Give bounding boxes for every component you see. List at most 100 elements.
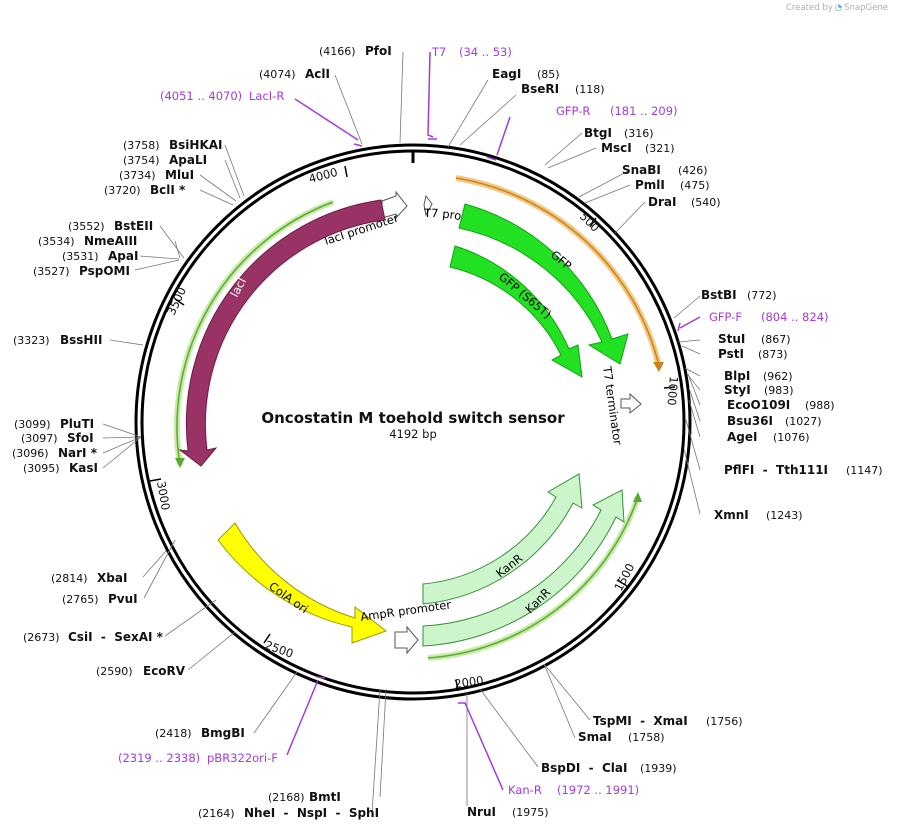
site-pos-pmli: (475) bbox=[680, 179, 710, 192]
site-pos-blpi: (962) bbox=[763, 370, 793, 383]
site-pos-apai: (3531) bbox=[62, 250, 99, 263]
snapgene-logo: ◔ bbox=[834, 3, 843, 13]
site-pos-csii: (2673) bbox=[23, 631, 60, 644]
site-name-bmgbi: BmgBI bbox=[201, 726, 245, 740]
site-pos-snabi: (426) bbox=[678, 164, 708, 177]
primer-kanr-name: Kan-R bbox=[508, 783, 542, 797]
site-pos-drai: (540) bbox=[691, 196, 721, 209]
site-pos-ecoo109i: (988) bbox=[805, 399, 835, 412]
site-pos-psppomi: (3527) bbox=[33, 265, 70, 278]
primer-gfpr-name: GFP-R bbox=[556, 104, 590, 118]
primer-gfpf-range: (804 .. 824) bbox=[761, 310, 829, 324]
orf-arcs bbox=[173, 175, 664, 661]
plasmid-name: Oncostatin M toehold switch sensor bbox=[261, 409, 565, 427]
site-name-eagi: EagI bbox=[492, 67, 521, 81]
site-name-btgi: BtgI bbox=[584, 126, 612, 140]
site-name-pvui: PvuI bbox=[108, 592, 138, 606]
primer-laci-name: LacI-R bbox=[249, 89, 284, 103]
feature-gfp[interactable]: GFP bbox=[458, 203, 629, 365]
site-name-nmeaiii: NmeAIII bbox=[84, 234, 137, 248]
tick-3500: 3500 bbox=[164, 285, 189, 317]
tick-2000: 2000 bbox=[453, 673, 484, 691]
site-pos-bsshii: (3323) bbox=[13, 334, 50, 347]
site-labels-bottom: TspMI - XmaI (1756) SmaI (1758) BspDI - … bbox=[155, 714, 743, 820]
site-name-pspomi: PspOMI bbox=[79, 264, 130, 278]
site-name-sfoi: SfoI bbox=[67, 431, 94, 445]
site-name-xmni: XmnI bbox=[714, 508, 749, 522]
feature-cola-ori[interactable]: ColA ori bbox=[217, 522, 388, 644]
site-pos-bseri: (118) bbox=[575, 83, 605, 96]
site-name-bmti: BmtI bbox=[309, 790, 341, 804]
site-pos-acli: (4074) bbox=[259, 68, 296, 81]
site-name-nari: NarI * bbox=[58, 446, 98, 460]
site-name-blpi: BlpI bbox=[724, 369, 750, 383]
credit-text: Created by bbox=[785, 3, 833, 13]
site-name-acli: AclI bbox=[305, 67, 330, 81]
primer-pbr322-range: (2319 .. 2338) bbox=[118, 751, 200, 765]
site-name-styi: StyI bbox=[724, 383, 751, 397]
primer-gfpr-range: (181 .. 209) bbox=[610, 104, 678, 118]
site-pos-xbai: (2814) bbox=[51, 572, 88, 585]
site-name-apai: ApaI bbox=[108, 249, 138, 263]
site-name-xbai: XbaI bbox=[97, 571, 127, 585]
tick-3000: 3000 bbox=[154, 480, 173, 511]
tick-4000: 4000 bbox=[307, 165, 339, 186]
site-name-pfoi: PfoI bbox=[365, 44, 392, 58]
primer-markers bbox=[286, 51, 701, 791]
site-name-snabi: SnaBI bbox=[622, 163, 661, 177]
site-pos-tspmi-xmai: (1756) bbox=[706, 715, 743, 728]
site-pos-mlui: (3734) bbox=[119, 169, 156, 182]
site-pos-msci: (321) bbox=[645, 142, 675, 155]
backbone bbox=[134, 143, 692, 701]
tick-1000: 1000 bbox=[664, 376, 680, 406]
site-name-psti: PstI bbox=[718, 347, 744, 361]
site-name-nrui: NruI bbox=[467, 805, 496, 819]
site-name-pluti: PluTI bbox=[60, 417, 94, 431]
site-name-tspmi-xmai: TspMI - XmaI bbox=[593, 714, 688, 728]
primer-pbr322-name: pBR322ori-F bbox=[207, 751, 278, 765]
site-name-pmli: PmlI bbox=[635, 178, 665, 192]
site-pos-kasi: (3095) bbox=[23, 462, 60, 475]
site-labels-left: (2590) EcoRV (2673) CsiI - SexAI * (2765… bbox=[12, 67, 330, 678]
site-pos-bspdi-clai: (1939) bbox=[640, 762, 677, 775]
site-pos-bsihkai: (3758) bbox=[123, 139, 160, 152]
site-name-smai: SmaI bbox=[578, 730, 612, 744]
site-name-nhei-nspi-sphi: NheI - NspI - SphI bbox=[244, 806, 379, 820]
site-pos-bstbi: (772) bbox=[747, 289, 777, 302]
site-name-mlui: MluI bbox=[165, 168, 194, 182]
position-ticks bbox=[149, 165, 676, 692]
site-pos-bmgbi: (2418) bbox=[155, 727, 192, 740]
snapgene-credit: Created by ◔ SnapGene bbox=[786, 3, 888, 13]
site-name-ecoo109i: EcoO109I bbox=[727, 398, 790, 412]
site-pos-btgi: (316) bbox=[624, 127, 654, 140]
site-pos-sfoi: (3097) bbox=[21, 432, 58, 445]
site-name-kasi: KasI bbox=[69, 461, 98, 475]
site-pos-pfoi: (4166) bbox=[319, 45, 356, 58]
site-name-drai: DraI bbox=[648, 195, 676, 209]
site-pos-nari: (3096) bbox=[12, 447, 49, 460]
feature-t7-terminator[interactable]: T7 terminator bbox=[600, 364, 642, 446]
site-name-bsu36i: Bsu36I bbox=[727, 414, 773, 428]
site-pos-nmeaiii: (3534) bbox=[38, 235, 75, 248]
site-name-bsihkai: BsiHKAI bbox=[169, 138, 223, 152]
site-name-csii-sexai: CsiI - SexAI * bbox=[68, 630, 164, 644]
site-name-bspdi-clai: BspDI - ClaI bbox=[541, 761, 627, 775]
site-pos-apali: (3754) bbox=[123, 154, 160, 167]
site-leaders bbox=[102, 51, 701, 815]
primer-gfpf-name: GFP-F bbox=[709, 310, 742, 324]
feature-laci[interactable]: lacI bbox=[178, 199, 386, 467]
primer-laci-range: (4051 .. 4070) bbox=[160, 89, 242, 103]
primer-labels: T7 (34 .. 53) GFP-R (181 .. 209) GFP-F (… bbox=[118, 45, 829, 797]
site-name-msci: MscI bbox=[601, 141, 632, 155]
site-pos-nhei: (2164) bbox=[198, 807, 235, 820]
site-pos-pluti: (3099) bbox=[14, 418, 51, 431]
site-pos-nrui: (1975) bbox=[512, 806, 549, 819]
site-labels-right: (4166) PfoI EagI (85) BseRI (118) BtgI (… bbox=[319, 44, 883, 522]
site-pos-bsteii: (3552) bbox=[68, 220, 105, 233]
site-pos-ecorv: (2590) bbox=[96, 665, 133, 678]
site-name-bcli: BclI * bbox=[150, 183, 186, 197]
site-pos-psti: (873) bbox=[758, 348, 788, 361]
site-name-apali: ApaLI bbox=[169, 153, 207, 167]
tick-500: 500 bbox=[577, 209, 602, 234]
site-pos-bcli: (3720) bbox=[104, 184, 141, 197]
